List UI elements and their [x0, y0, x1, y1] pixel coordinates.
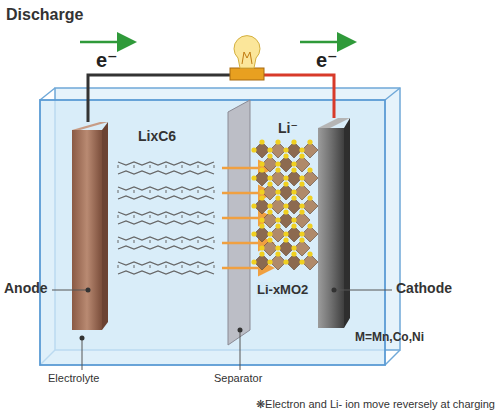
metal-oxide-crystal: [251, 139, 318, 270]
metal-note: M=Mn,Co,Ni: [355, 330, 424, 344]
title: Discharge: [6, 6, 83, 24]
cathode-material: Li-xMO2: [256, 282, 309, 297]
part-label: Anode: [4, 280, 48, 296]
part-label: Separator: [214, 372, 262, 384]
part-label: Electrolyte: [48, 372, 99, 384]
electron-label: e⁻: [96, 48, 118, 72]
graphite-layers: [118, 162, 214, 274]
ion-label: Li⁻: [278, 120, 298, 136]
caption: ❋Electron and Li- ion move reversely at …: [256, 398, 495, 411]
anode-material: LixC6: [138, 128, 176, 144]
lithium-ion-arrows: [222, 168, 270, 268]
electron-label: e⁻: [316, 48, 338, 72]
part-label: Cathode: [396, 280, 452, 296]
